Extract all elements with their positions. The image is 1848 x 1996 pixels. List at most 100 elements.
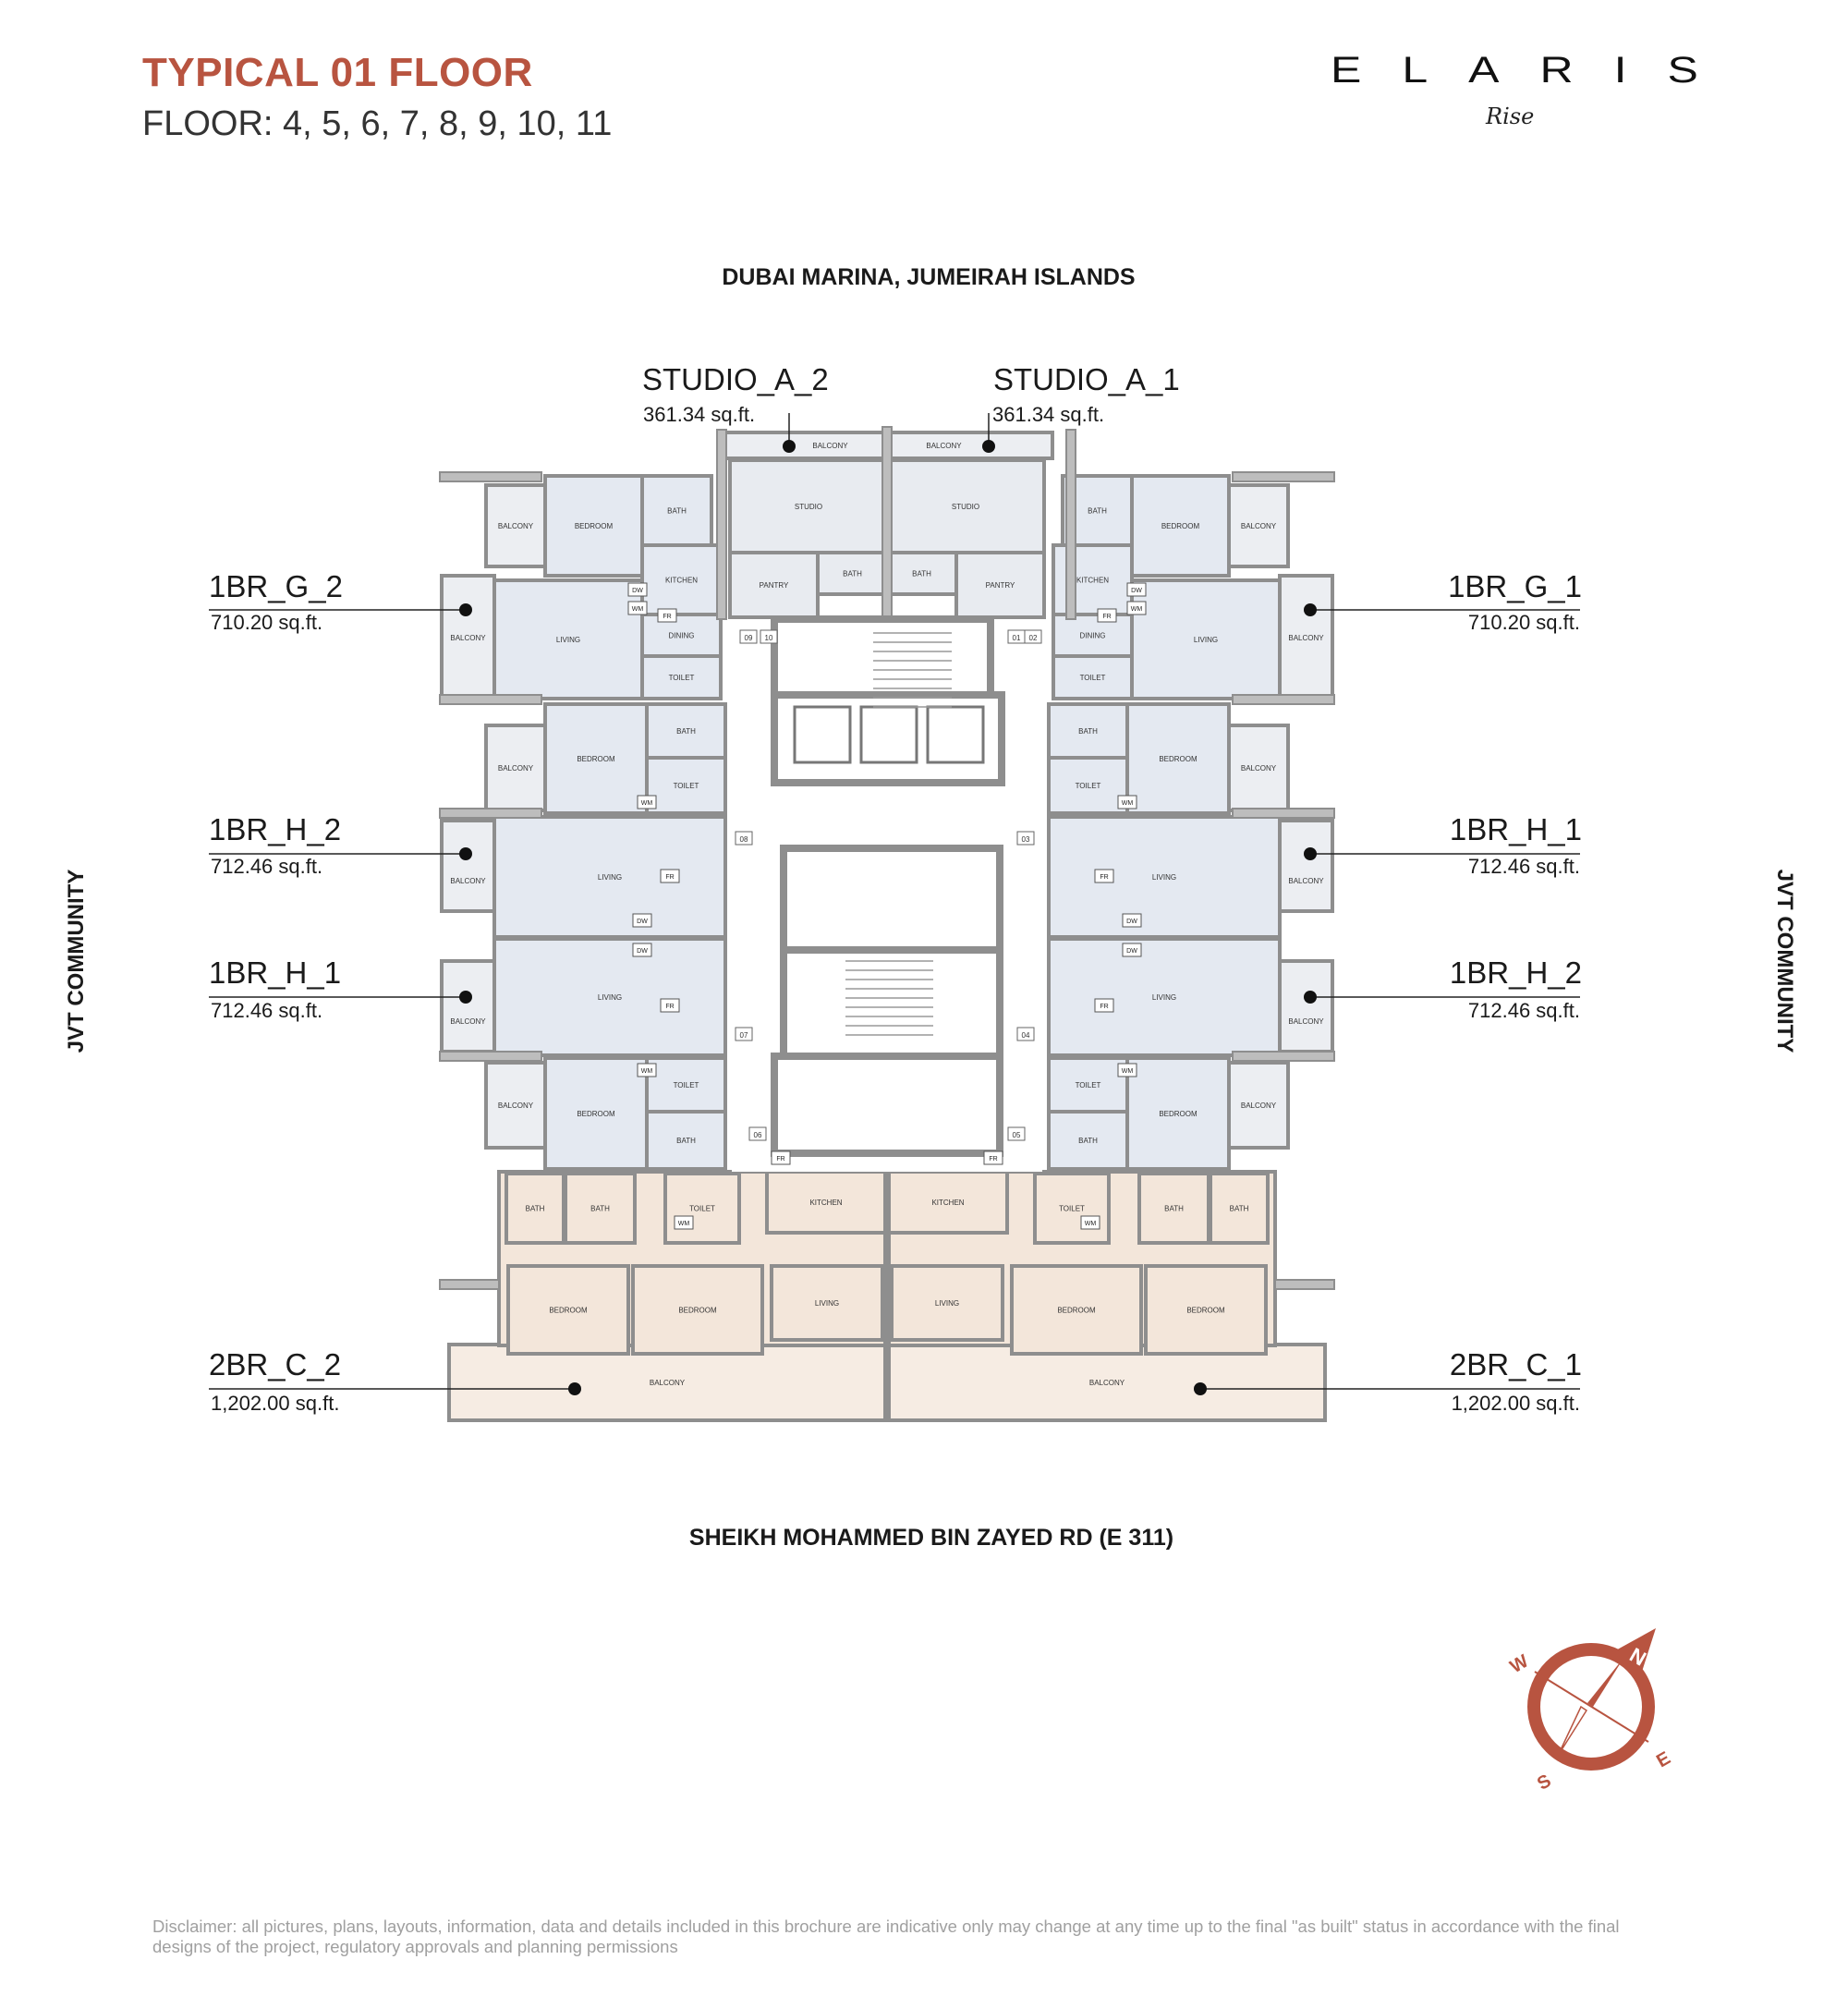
room-label-balcony: BALCONY [812,442,848,450]
room-label-toilet: TOILET [674,782,699,790]
room-label-balcony: BALCONY [1241,522,1277,530]
room-label-kitchen: KITCHEN [809,1199,842,1207]
unit-number: 10 [765,634,773,642]
unit-marker-dot [783,440,796,453]
room [885,551,958,596]
unit-area-1br-g-2: 710.20 sq.ft. [211,611,323,634]
room [640,613,723,658]
appliance-box [657,608,677,623]
appliance-box [1094,998,1114,1013]
room [645,1056,727,1114]
room [954,551,1046,619]
slab [1232,694,1335,705]
room-label-bedroom: BEDROOM [1159,755,1198,763]
appliance-label-wm: WM [678,1221,690,1227]
room-label-bedroom: BEDROOM [1161,522,1200,530]
room-label-bath: BATH [1164,1205,1184,1213]
unit-number-tag [760,629,778,644]
room [1278,819,1334,913]
unit-number: 03 [1022,835,1030,844]
room-label-toilet: TOILET [689,1205,715,1213]
appliance-label-wm: WM [641,1068,653,1075]
room [1137,1172,1210,1245]
room [645,756,727,815]
service-room [780,845,1003,954]
room-label-toilet: TOILET [1076,1081,1101,1089]
unit-number: 06 [754,1131,762,1139]
room-label-balcony: BALCONY [498,522,534,530]
room [1125,1056,1231,1171]
room-label-balcony: BALCONY [1089,1379,1125,1387]
room-label-toilet: TOILET [669,674,695,682]
room-label-balcony: BALCONY [1241,764,1277,773]
room-label-balcony: BALCONY [450,877,486,885]
appliance-box [637,1063,657,1077]
room-label-living: LIVING [598,873,622,882]
room-label-bath: BATH [676,1137,696,1145]
room [885,431,1054,460]
room-label-bath: BATH [1078,727,1098,736]
unit-name-studio-a-2: STUDIO_A_2 [642,362,829,396]
room-labels: BALCONY BEDROOM BATH KITCHEN LIVING DINING TOI… [450,442,1324,1387]
unit-marker-dot [1304,991,1317,1004]
unit-name-1br-h-1-left: 1BR_H_1 [209,955,342,990]
stair-2 [780,946,1003,1060]
appliance-box [1126,601,1147,615]
room-label-bath: BATH [676,727,696,736]
appliance-box [660,998,680,1013]
unit-area-1br-h-2-right: 712.46 sq.ft. [1467,999,1580,1022]
room-label-living: LIVING [815,1299,839,1308]
room-label-balcony: BALCONY [450,634,486,642]
slab [439,1279,500,1290]
room [484,724,547,812]
room [1047,756,1129,815]
room [1130,578,1282,700]
page-title: TYPICAL 01 FLOOR [142,50,533,95]
appliance-box [632,913,652,928]
room-label-balcony: BALCONY [1241,1101,1277,1110]
compass-w: W [1507,1651,1532,1678]
room [1144,1264,1268,1356]
room-label-bedroom: BEDROOM [577,755,615,763]
room [543,474,644,578]
room [1047,815,1282,939]
appliance-label-fr: FR [1100,874,1108,881]
appliance-box [1117,795,1137,809]
unit-marker-dot [459,991,472,1004]
appliance-box [637,795,657,809]
unit-name-2br-c-1: 2BR_C_1 [1449,1347,1582,1381]
slab [1232,471,1335,482]
appliance-label-dw: DW [637,948,648,955]
room-label-bedroom: BEDROOM [1159,1110,1198,1118]
room-label-living: LIVING [556,636,580,644]
appliance-label-fr: FR [1100,1004,1108,1010]
unit-number: 02 [1029,634,1038,642]
slab [439,471,542,482]
unit-number: 01 [1013,634,1021,642]
room-label-toilet: TOILET [674,1081,699,1089]
appliance-label-wm: WM [1085,1221,1097,1227]
unit-name-1br-h-2-left: 1BR_H_2 [209,812,342,846]
unit-area-1br-h-1-right: 712.46 sq.ft. [1467,855,1580,878]
unit-marker-dot [1304,847,1317,860]
room-label-dining: DINING [669,632,695,640]
room [645,1110,727,1171]
unit-number: 08 [740,835,748,844]
room-label-bedroom: BEDROOM [1186,1307,1225,1315]
elevator [926,705,985,764]
appliance-box [660,869,680,883]
room [1227,724,1290,812]
room-label-bath: BATH [912,570,931,578]
room-label-living: LIVING [598,993,622,1002]
room-label-bath: BATH [1230,1205,1249,1213]
room [890,1264,1004,1342]
unit-marker-dot [459,847,472,860]
room-label-bedroom: BEDROOM [1057,1307,1096,1315]
room-label-bedroom: BEDROOM [577,1110,615,1118]
north-orientation-label: DUBAI MARINA, JUMEIRAH ISLANDS [722,264,1136,290]
appliance-box [632,943,652,957]
room [1047,1110,1129,1171]
appliance-label-wm: WM [1122,800,1134,807]
room [506,1264,630,1356]
room-label-balcony: BALCONY [498,1101,534,1110]
